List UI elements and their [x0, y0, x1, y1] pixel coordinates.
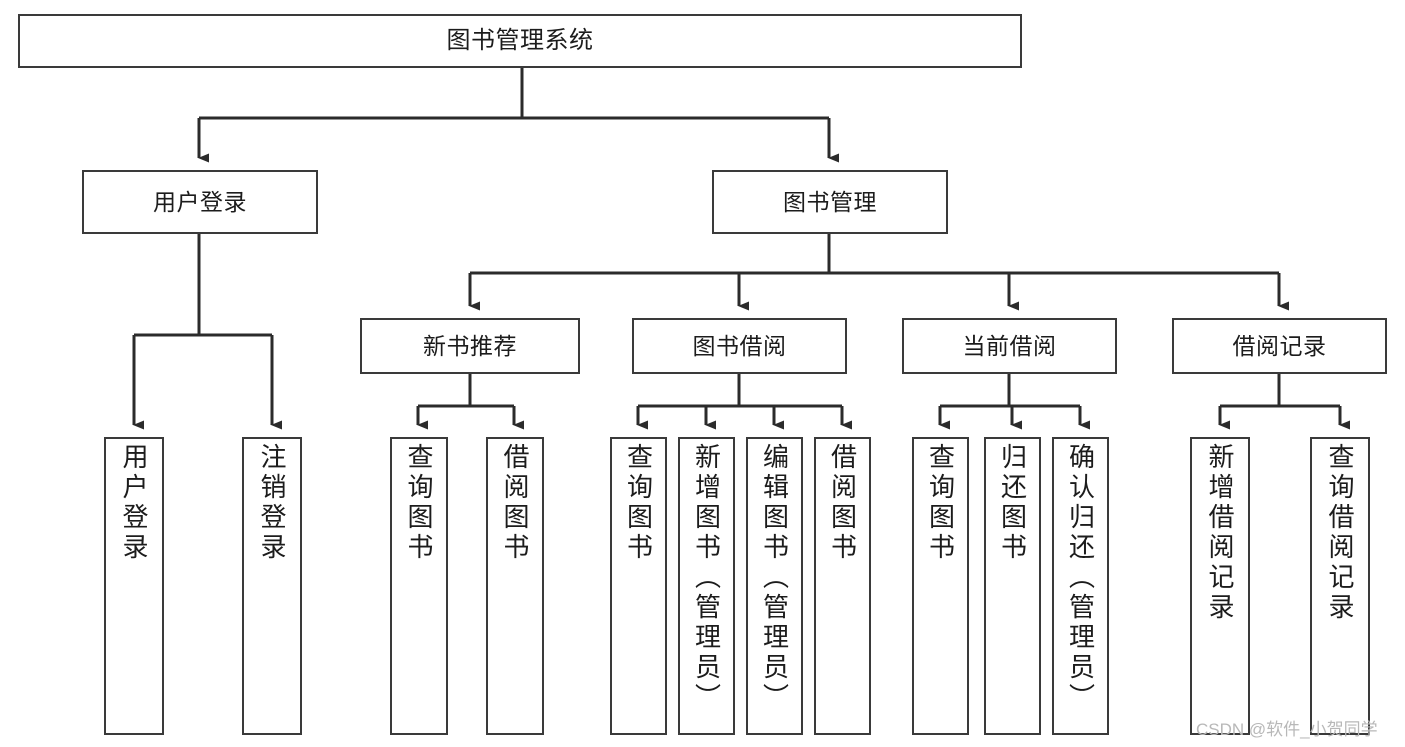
- csdn-watermark: CSDN @软件_小贺同学: [1196, 720, 1378, 739]
- node-leaf-user-login[interactable]: 用户登录: [104, 437, 164, 735]
- node-leaf-borrow-book[interactable]: 借阅图书: [814, 437, 871, 735]
- node-leaf-return-book[interactable]: 归还图书: [984, 437, 1041, 735]
- node-book-borrow-label: 图书借阅: [692, 332, 787, 359]
- node-leaf-query-book-cur[interactable]: 查询图书: [912, 437, 969, 735]
- node-new-book-recommend[interactable]: 新书推荐: [360, 318, 580, 374]
- node-leaf-query-record-label: 查询借阅记录: [1325, 443, 1355, 623]
- node-leaf-edit-book[interactable]: 编辑图书（管理员）: [746, 437, 803, 735]
- node-leaf-borrow-book-label: 借阅图书: [827, 443, 858, 563]
- node-book-manage-label: 图书管理: [783, 188, 877, 215]
- node-leaf-edit-book-label: 编辑图书（管理员）: [759, 443, 790, 713]
- node-leaf-add-record-label: 新增借阅记录: [1205, 443, 1235, 623]
- node-new-book-recommend-label: 新书推荐: [423, 332, 517, 359]
- node-borrow-record-label: 借阅记录: [1232, 332, 1327, 359]
- node-current-borrow-label: 当前借阅: [962, 332, 1057, 359]
- node-leaf-add-book[interactable]: 新增图书（管理员）: [678, 437, 735, 735]
- node-leaf-confirm-return-label: 确认归还（管理员）: [1065, 443, 1096, 713]
- node-book-borrow[interactable]: 图书借阅: [632, 318, 847, 374]
- node-leaf-logout-label: 注销登录: [257, 443, 287, 563]
- node-user-login[interactable]: 用户登录: [82, 170, 318, 234]
- node-leaf-return-book-label: 归还图书: [997, 443, 1028, 563]
- node-leaf-add-book-label: 新增图书（管理员）: [691, 443, 722, 713]
- node-user-login-label: 用户登录: [153, 188, 247, 215]
- node-leaf-query-book-borrow[interactable]: 查询图书: [610, 437, 667, 735]
- node-leaf-query-book-borrow-label: 查询图书: [623, 443, 654, 563]
- node-book-manage[interactable]: 图书管理: [712, 170, 948, 234]
- node-leaf-borrow-book-rec[interactable]: 借阅图书: [486, 437, 544, 735]
- node-leaf-user-login-label: 用户登录: [119, 443, 149, 563]
- node-leaf-borrow-book-rec-label: 借阅图书: [500, 443, 530, 563]
- node-leaf-add-record[interactable]: 新增借阅记录: [1190, 437, 1250, 735]
- node-root[interactable]: 图书管理系统: [18, 14, 1022, 68]
- node-leaf-query-record[interactable]: 查询借阅记录: [1310, 437, 1370, 735]
- node-leaf-query-book-rec[interactable]: 查询图书: [390, 437, 448, 735]
- node-current-borrow[interactable]: 当前借阅: [902, 318, 1117, 374]
- node-leaf-confirm-return[interactable]: 确认归还（管理员）: [1052, 437, 1109, 735]
- node-borrow-record[interactable]: 借阅记录: [1172, 318, 1387, 374]
- node-leaf-query-book-rec-label: 查询图书: [404, 443, 434, 563]
- node-leaf-query-book-cur-label: 查询图书: [925, 443, 956, 563]
- node-leaf-logout[interactable]: 注销登录: [242, 437, 302, 735]
- node-root-label: 图书管理系统: [446, 27, 594, 55]
